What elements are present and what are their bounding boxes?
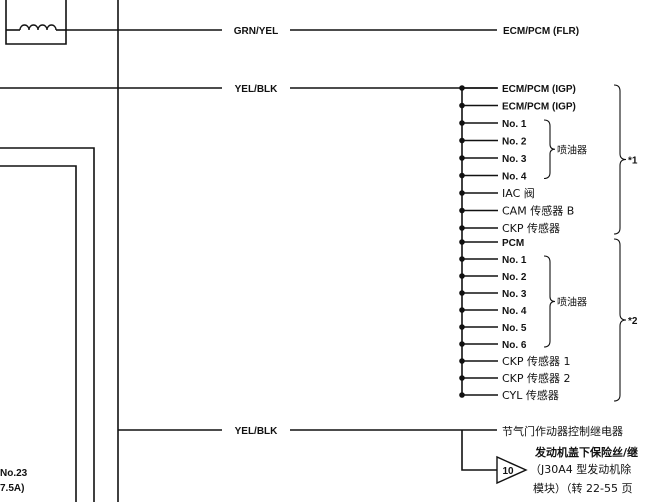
junction-dot xyxy=(459,190,465,196)
injector-label: 喷油器 xyxy=(557,143,587,156)
inner-box-inner xyxy=(0,165,77,502)
wire-label-yel-blk-1: YEL/BLK xyxy=(235,84,279,95)
coil-icon xyxy=(19,24,57,31)
junction-dot xyxy=(459,102,465,109)
junction-dot xyxy=(459,324,465,330)
fuse-box-line2: （J30A4 型发动机除 xyxy=(530,462,631,476)
ecm-pcm-flr-label: ECM/PCM (FLR) xyxy=(503,26,579,37)
component-label: No. 1 xyxy=(502,119,527,130)
junction-dot xyxy=(459,392,465,398)
component-label: No. 5 xyxy=(502,323,527,334)
component-label: ECM/PCM (IGP) xyxy=(502,84,576,95)
component-label: CKP 传感器 2 xyxy=(502,372,571,385)
group-brace xyxy=(613,238,627,402)
junction-dot xyxy=(459,358,465,364)
group-brace xyxy=(613,84,627,235)
coil-box xyxy=(5,0,67,45)
branch2-group: PCM No. 1 No. 2 No. 3 No. 4 No. 5 No. 6 CKP 传感器… xyxy=(459,238,638,402)
group-label: *1 xyxy=(628,156,638,167)
junction-dot xyxy=(459,225,465,231)
group-label: *2 xyxy=(628,316,638,327)
fuse-rating: 7.5A) xyxy=(0,483,24,494)
injector-label: 喷油器 xyxy=(557,296,587,309)
junction-dot xyxy=(459,85,465,91)
fuse-box-title: 发动机盖下保险丝/继 xyxy=(534,445,638,459)
junction-dot xyxy=(459,207,465,214)
junction-dot xyxy=(459,375,465,381)
component-label: IAC 阀 xyxy=(502,186,535,200)
junction-dot xyxy=(459,256,465,262)
junction-dot xyxy=(459,137,465,144)
fuse-box-line3: 模块）（转 22-55 页 xyxy=(533,481,632,495)
junction-dot xyxy=(459,290,465,296)
junction-dot xyxy=(459,239,465,245)
junction-dot xyxy=(459,155,465,161)
wire-label-grn-yel: GRN/YEL xyxy=(234,26,278,37)
branch1-group: ECM/PCM (IGP) ECM/PCM (IGP) No. 1 No. 2 No. … xyxy=(459,84,638,235)
relay-label: 节气门作动器控制继电器 xyxy=(502,424,623,438)
fuse-name: No.23 xyxy=(0,468,28,479)
inner-box-outer xyxy=(0,147,95,502)
component-label: CKP 传感器 xyxy=(502,222,560,235)
junction-dot xyxy=(459,120,465,126)
connector-number: 10 xyxy=(502,466,514,477)
component-label: No. 3 xyxy=(502,154,527,165)
component-label: No. 4 xyxy=(502,172,527,183)
component-label: PCM xyxy=(502,238,524,249)
injector-brace xyxy=(543,255,556,348)
injector-brace xyxy=(543,119,556,180)
component-label: No. 2 xyxy=(502,137,527,148)
component-label: No. 3 xyxy=(502,289,527,300)
component-label: No. 4 xyxy=(502,306,527,317)
junction-dot xyxy=(459,273,465,279)
component-label: No. 6 xyxy=(502,340,527,351)
connector-triangle xyxy=(496,455,528,485)
component-label: CAM 传感器 B xyxy=(502,205,574,218)
wire-label-yel-blk-2: YEL/BLK xyxy=(235,426,279,437)
component-label: No. 1 xyxy=(502,255,527,266)
junction-dot xyxy=(459,307,465,313)
component-label: CKP 传感器 1 xyxy=(502,355,571,368)
fuse-box-wire xyxy=(461,430,497,471)
component-label: No. 2 xyxy=(502,272,527,283)
component-label: ECM/PCM (IGP) xyxy=(502,102,576,113)
junction-dot xyxy=(459,341,465,347)
junction-dot xyxy=(459,172,465,179)
component-label: CYL 传感器 xyxy=(502,389,559,402)
